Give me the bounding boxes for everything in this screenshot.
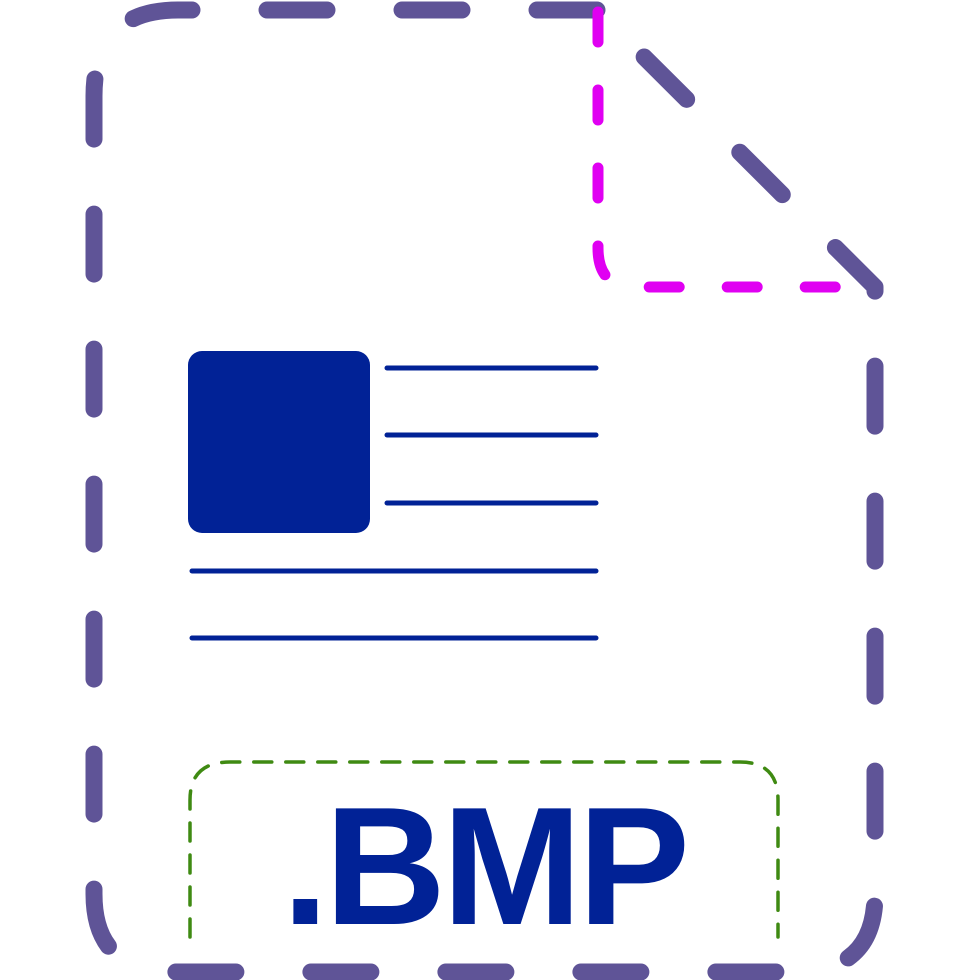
extension-label-box <box>188 760 780 939</box>
folded-corner <box>592 6 881 293</box>
image-thumbnail-icon <box>188 351 370 533</box>
document-outline <box>85 1 884 980</box>
text-lines <box>189 365 599 641</box>
extension-label: .BMP <box>282 772 686 960</box>
